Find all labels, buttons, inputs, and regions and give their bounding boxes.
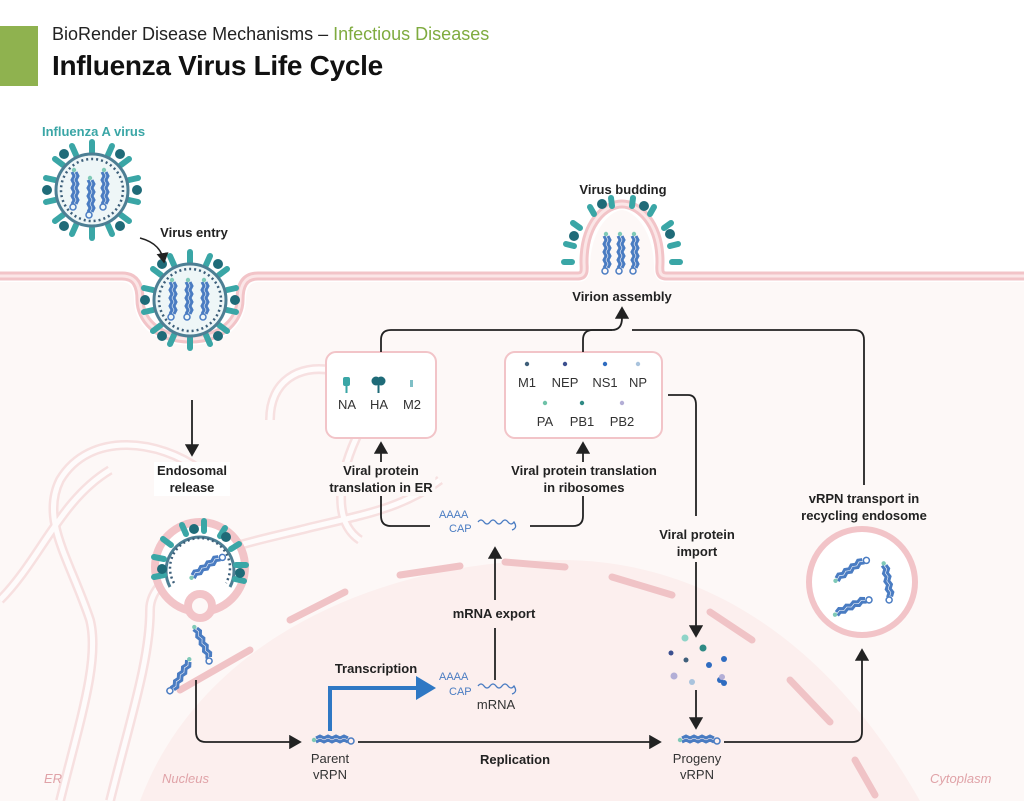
to-virion-assembly-arrow — [380, 306, 630, 352]
m2-protein-icon — [410, 380, 413, 387]
ha-protein-icon — [371, 376, 386, 393]
budding-virus — [561, 195, 683, 276]
protein-dot-pb2 — [619, 400, 625, 406]
cytoplasm-polya-label: AAAA — [439, 509, 469, 521]
ribosome-protein-label: PB2 — [609, 414, 635, 429]
cytoplasm-cap-label: CAP — [449, 523, 472, 535]
protein-dot-m1 — [524, 361, 530, 367]
ribosome-protein-label: PA — [536, 414, 554, 429]
mrna-to-er-line — [380, 496, 430, 527]
page-title: Influenza Virus Life Cycle — [52, 50, 383, 81]
replication-label: Replication — [479, 752, 551, 767]
vrpn-to-assembly-line — [632, 329, 865, 485]
to-recycling-endosome-arrow — [724, 648, 870, 743]
virion-assembly-label: Virion assembly — [569, 288, 675, 305]
mrna-label: mRNA — [476, 697, 516, 712]
ribosome-protein-dots — [524, 361, 641, 406]
nuclear-envelope — [176, 558, 879, 799]
ribosome-protein-label: PB1 — [569, 414, 595, 429]
cytoplasm-mrna-icon — [477, 519, 517, 531]
cytoplasm-region-label: Cytoplasm — [930, 771, 992, 786]
transcription-label: Transcription — [334, 661, 418, 676]
er-protein-box — [325, 351, 437, 439]
mrna-to-ribosome-line — [530, 496, 584, 527]
er-protein-label: M2 — [402, 397, 422, 412]
entering-virus-particle — [140, 249, 240, 351]
ribosome-protein-label: M1 — [517, 375, 537, 390]
ribosome-protein-label: NS1 — [592, 375, 618, 390]
er-protein-label: HA — [369, 397, 389, 412]
recycling-endosome — [806, 526, 918, 638]
series-name: BioRender Disease Mechanisms – — [52, 24, 334, 44]
category-name: Infectious Diseases — [333, 24, 490, 44]
protein-dot-ns1 — [602, 361, 608, 367]
protein-dot-pa — [542, 400, 548, 406]
na-protein-icon — [343, 377, 350, 393]
endosome — [151, 518, 249, 622]
influenza-a-virus-label: Influenza A virus — [42, 124, 146, 139]
virus-entry-arrow — [139, 237, 169, 264]
nuclear-cap-label: CAP — [449, 686, 472, 698]
influenza-virus-particle — [42, 139, 142, 241]
flow-arrows — [184, 306, 870, 750]
header-accent-bar — [0, 26, 38, 86]
virus-budding-label: Virus budding — [579, 182, 667, 197]
protein-dot-pb1 — [579, 400, 585, 406]
series-subtitle: BioRender Disease Mechanisms – Infectiou… — [52, 24, 489, 45]
protein-dot-nep — [562, 361, 568, 367]
transcription-arrow — [328, 676, 436, 731]
ribosome-protein-label: NEP — [551, 375, 579, 390]
imported-protein-dots — [668, 634, 727, 686]
mrna-export-label: mRNA export — [449, 605, 539, 622]
protein-dot-np — [635, 361, 641, 367]
ribosome-protein-label: NP — [628, 375, 648, 390]
nucleus-region-label: Nucleus — [162, 771, 209, 786]
er-region-label: ER — [44, 771, 63, 786]
nuclear-polya-label: AAAA — [439, 671, 469, 683]
virus-entry-label: Virus entry — [160, 225, 228, 240]
nuclear-mrna-icon — [477, 683, 517, 695]
to-parent-vrpn-arrow — [195, 680, 302, 750]
er-protein-label: NA — [337, 397, 357, 412]
